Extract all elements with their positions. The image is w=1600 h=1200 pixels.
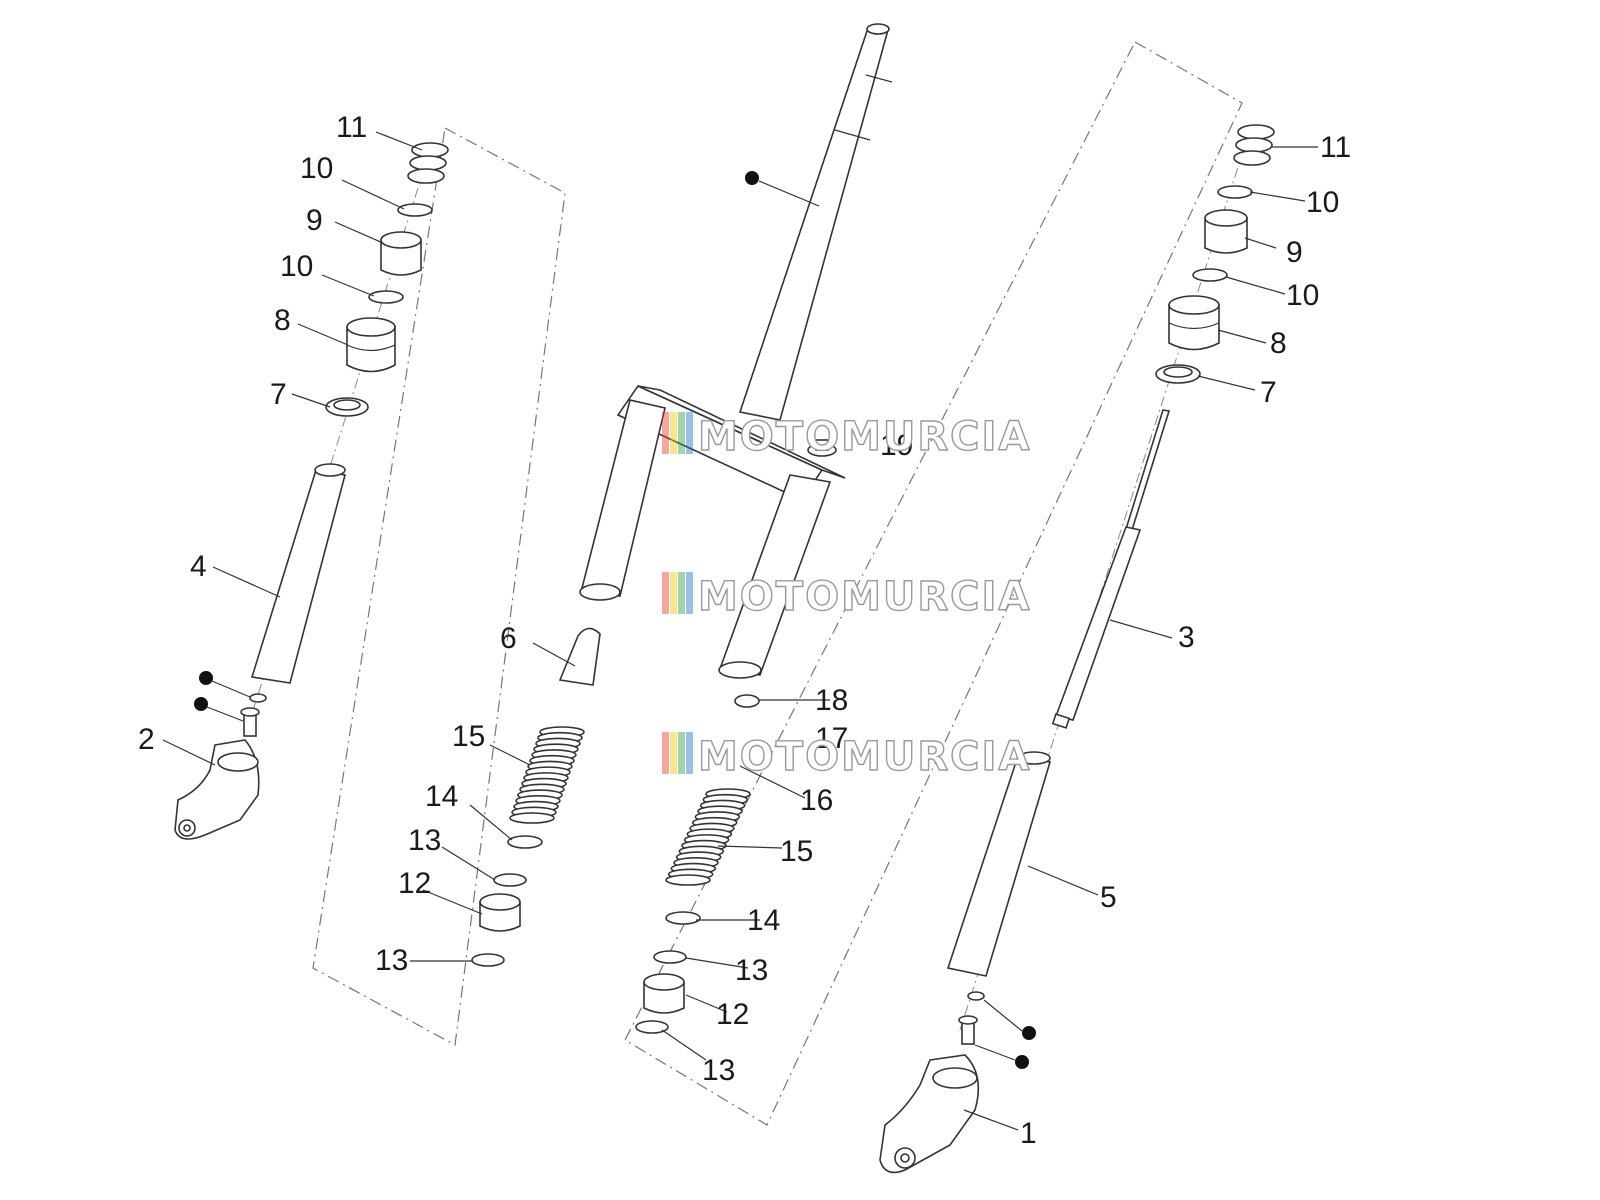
part-12-lower — [643, 973, 685, 1014]
stripe-green — [678, 572, 685, 614]
callout-left-10a: 10 — [300, 152, 333, 185]
right-bolt — [958, 1015, 978, 1045]
left-washer — [249, 693, 267, 703]
callout-center-13d: 13 — [702, 1054, 735, 1087]
callout-left-7: 7 — [270, 378, 287, 411]
stripe-red — [662, 412, 669, 454]
spring-coil — [509, 812, 555, 824]
stripe-red — [662, 732, 669, 774]
callout-right-7: 7 — [1260, 376, 1277, 409]
part-10-left-upper — [397, 203, 433, 217]
right-marker-dot-2 — [1015, 1055, 1029, 1069]
callout-right-9: 9 — [1286, 236, 1303, 269]
right-marker-dot-1 — [1022, 1026, 1036, 1040]
callout-center-13c: 13 — [735, 954, 768, 987]
part-11-left — [407, 142, 449, 184]
stripe-blue — [686, 572, 693, 614]
part-10-left-lower — [368, 290, 404, 304]
part-8-left — [346, 317, 396, 373]
callout-right-10a: 10 — [1306, 186, 1339, 219]
part-7-right — [1155, 364, 1201, 384]
callout-left-4: 4 — [190, 550, 207, 583]
part-9-left — [380, 231, 422, 276]
part-1-right-hub — [879, 1054, 980, 1174]
watermark-text: MOTOMURCIA — [698, 414, 1031, 460]
part-8-right — [1168, 295, 1220, 351]
callout-left-9: 9 — [306, 204, 323, 237]
callout-right-10b: 10 — [1286, 279, 1319, 312]
part-6 — [558, 627, 601, 686]
callout-center-15a: 15 — [452, 720, 485, 753]
stripe-yellow — [670, 572, 677, 614]
callout-right-8: 8 — [1270, 327, 1287, 360]
part-7-left — [325, 397, 369, 417]
watermark-text: MOTOMURCIA — [698, 574, 1031, 620]
stripe-blue — [686, 412, 693, 454]
part-10-right-lower — [1192, 268, 1228, 282]
stripe-blue — [686, 732, 693, 774]
part-13-upper-b — [471, 953, 505, 967]
callout-center-17: 17 — [815, 722, 848, 755]
callout-leaders — [162, 131, 1318, 1131]
part-13-upper-a — [493, 873, 527, 887]
part-15-upper-spring — [509, 726, 585, 824]
part-5-right-tube — [946, 751, 1052, 977]
callout-center-6: 6 — [500, 622, 517, 655]
callout-left-2: 2 — [138, 723, 155, 756]
part-2-left-hub — [174, 739, 260, 840]
left-bolt — [240, 707, 260, 737]
stripe-red — [662, 572, 669, 614]
watermark-1: MOTOMURCIA — [662, 412, 1031, 461]
callout-right-11: 11 — [1320, 131, 1351, 164]
callout-left-11: 11 — [336, 111, 367, 144]
part-4-left-tube — [250, 463, 346, 684]
left-marker-dot-2 — [194, 697, 208, 711]
part-10-right-upper — [1217, 185, 1253, 199]
callout-center-14a: 14 — [425, 780, 458, 813]
callout-right-1: 1 — [1020, 1117, 1037, 1150]
stripe-yellow — [670, 732, 677, 774]
watermark-text: MOTOMURCIA — [698, 734, 1031, 780]
left-marker-dot-1 — [199, 671, 213, 685]
part-14-lower — [665, 911, 701, 925]
left-fork-leg-assembly — [174, 142, 449, 840]
callout-left-8: 8 — [274, 304, 291, 337]
right-fork-leg-assembly — [879, 124, 1275, 1174]
part-12-upper — [479, 893, 521, 932]
right-assembly-boundary — [624, 41, 1243, 1126]
callout-center-19: 19 — [880, 429, 913, 462]
callout-center-14b: 14 — [747, 904, 780, 937]
part-19 — [807, 439, 837, 457]
callout-left-10b: 10 — [280, 250, 313, 283]
callout-center-13a: 13 — [408, 824, 441, 857]
callout-center-15b: 15 — [780, 835, 813, 868]
stripe-green — [678, 732, 685, 774]
watermark-2: MOTOMURCIA — [662, 572, 1031, 621]
part-11-right — [1233, 124, 1275, 166]
callout-center-16: 16 — [800, 784, 833, 817]
part-13-lower-b — [635, 1020, 669, 1034]
right-washer — [967, 991, 985, 1001]
left-assembly-boundary — [312, 127, 566, 1046]
callout-labels: 11 10 9 10 8 7 4 2 6 15 14 13 12 13 18 1… — [138, 111, 1351, 1150]
part-13-lower-a — [653, 950, 687, 964]
callout-center-18: 18 — [815, 684, 848, 717]
fork-steering-assembly — [471, 23, 893, 1034]
part-18 — [734, 694, 760, 708]
callout-center-13b: 13 — [375, 944, 408, 977]
part-14-upper — [507, 835, 543, 849]
watermark-3: MOTOMURCIA — [662, 732, 1031, 781]
callout-center-12b: 12 — [716, 998, 749, 1031]
stripe-green — [678, 412, 685, 454]
center-marker-dot — [745, 171, 759, 185]
spring-coil — [665, 874, 711, 886]
part-3-damper — [1051, 409, 1171, 729]
part-15-lower-spring — [665, 788, 751, 886]
callout-right-3: 3 — [1178, 621, 1195, 654]
callout-right-5: 5 — [1100, 881, 1117, 914]
stripe-yellow — [670, 412, 677, 454]
callout-center-12a: 12 — [398, 867, 431, 900]
part-9-right — [1204, 209, 1248, 254]
